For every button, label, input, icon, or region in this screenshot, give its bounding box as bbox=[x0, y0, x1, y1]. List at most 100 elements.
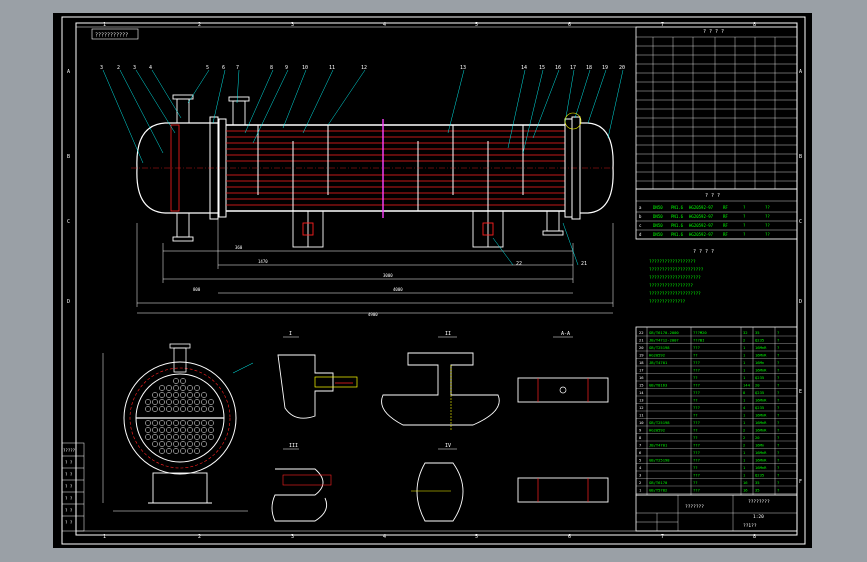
tube-hole bbox=[180, 378, 186, 384]
border-numbers-bottom: 1 2 3 4 5 6 7 8 bbox=[103, 534, 756, 540]
end-saddle bbox=[152, 472, 208, 504]
dim-label: 4000 bbox=[393, 287, 403, 292]
bom-cell: 16Mn bbox=[755, 360, 764, 365]
zone-number: 5 bbox=[475, 22, 478, 28]
tube-hole bbox=[159, 427, 165, 433]
bom-cell: 4 bbox=[639, 465, 642, 470]
bom-cell: 7 bbox=[639, 443, 641, 448]
section-title: II bbox=[445, 331, 451, 337]
saddle-right bbox=[472, 210, 504, 248]
bom-cell: ??? bbox=[693, 458, 700, 463]
tube-hole bbox=[173, 406, 179, 412]
bom-cell: 21 bbox=[639, 338, 644, 343]
bom-cell: ?? bbox=[693, 480, 698, 485]
balloon: 5 bbox=[206, 65, 209, 71]
tube-hole bbox=[173, 434, 179, 440]
nozzle-cell: HG20592-97 bbox=[689, 214, 714, 219]
balloon: 21 bbox=[581, 261, 587, 267]
bom-cell: 6 bbox=[639, 450, 642, 455]
tube-hole bbox=[152, 434, 158, 440]
tube-hole bbox=[173, 427, 179, 433]
revision-label: ????? bbox=[63, 448, 76, 453]
bom-cell: HG20592 bbox=[649, 428, 665, 433]
bom-cell: 2 bbox=[743, 435, 745, 440]
bom-cell: ??? bbox=[693, 473, 700, 478]
tube-hole bbox=[166, 434, 172, 440]
tech-line: ???????????????????? bbox=[649, 275, 701, 281]
nozzle-cell: RF bbox=[723, 223, 728, 228]
tube-hole bbox=[194, 406, 200, 412]
tube-layout bbox=[145, 378, 214, 454]
zone-number: 4 bbox=[383, 22, 386, 28]
bom-cell: 32 bbox=[743, 330, 748, 335]
end-flange-bolt-circle bbox=[129, 367, 231, 469]
tube-hole bbox=[187, 427, 193, 433]
bom-cell: ? bbox=[777, 398, 779, 403]
nozzle-cell: HG20592-97 bbox=[689, 232, 714, 237]
tube-hole bbox=[152, 420, 158, 426]
nozzle-cell: ? bbox=[743, 223, 746, 228]
tube-hole bbox=[173, 441, 179, 447]
bom-cell: GB/T6170-2000 bbox=[649, 330, 679, 335]
spec-grid bbox=[636, 36, 797, 189]
bom-cell: GB/T5782 bbox=[649, 488, 667, 493]
nozzle-cell: c bbox=[639, 223, 642, 228]
revision-label: ? ? bbox=[65, 508, 73, 513]
bom-cell: 12 bbox=[639, 405, 644, 410]
bom-cell: 16MnR bbox=[755, 345, 767, 350]
bom-cell: ? bbox=[777, 375, 779, 380]
bom-cell: 16MnR bbox=[755, 428, 767, 433]
spec-table: ? ? ? ? bbox=[635, 26, 798, 190]
bom-cell: Q235 bbox=[755, 375, 764, 380]
zone-number: 7 bbox=[661, 534, 664, 540]
bom-cell: 1 bbox=[743, 375, 746, 380]
nozzle-cell: ?? bbox=[765, 214, 770, 219]
zone-letter: A bbox=[799, 69, 802, 75]
bom-cell: ?? bbox=[693, 353, 698, 358]
zone-number: 3 bbox=[291, 534, 294, 540]
bom-cell: ??? bbox=[693, 345, 700, 350]
balloon: 12 bbox=[361, 65, 367, 71]
tech-requirements: ? ? ? ? ?????????????????? ?????????????… bbox=[649, 249, 714, 305]
tube-hole bbox=[159, 399, 165, 405]
tube-hole bbox=[180, 420, 186, 426]
tube-hole bbox=[180, 406, 186, 412]
tube-hole bbox=[166, 406, 172, 412]
section-title: A-A bbox=[561, 331, 570, 337]
revision-label: ? ? bbox=[65, 472, 73, 477]
zone-number: 1 bbox=[103, 22, 106, 28]
zone-number: 8 bbox=[753, 22, 756, 28]
zone-number: 2 bbox=[198, 534, 201, 540]
bom-cell: 5 bbox=[639, 458, 641, 463]
tube-hole bbox=[173, 420, 179, 426]
bom-cell: 20 bbox=[755, 383, 760, 388]
tube-hole bbox=[208, 406, 214, 412]
bom-cell: ? bbox=[777, 390, 779, 395]
leader-lines bbox=[102, 69, 624, 266]
tube-hole bbox=[159, 434, 165, 440]
bom-cell: ?? bbox=[693, 435, 698, 440]
bom-cell: GB/T6170 bbox=[649, 480, 668, 485]
balloon: 11 bbox=[329, 65, 335, 71]
nozzle-cell: RF bbox=[723, 232, 728, 237]
bom-cell: 20 bbox=[639, 345, 644, 350]
title-name: ???????? bbox=[748, 499, 770, 505]
balloon: 3 bbox=[100, 65, 103, 71]
tube-hole bbox=[201, 434, 207, 440]
tube-hole bbox=[180, 427, 186, 433]
left-revision-strip bbox=[61, 442, 85, 532]
bom-cell: ? bbox=[777, 330, 779, 335]
bom-cell: 2 bbox=[743, 428, 745, 433]
bom-cell: 11 bbox=[639, 413, 644, 418]
bom-cell: 2 bbox=[743, 338, 745, 343]
tube-hole bbox=[201, 427, 207, 433]
tube-hole bbox=[187, 385, 193, 391]
balloon: 20 bbox=[619, 65, 625, 71]
tube-hole bbox=[166, 441, 172, 447]
zone-letter: B bbox=[67, 154, 70, 160]
dim-label: 800 bbox=[193, 287, 201, 292]
tube-hole bbox=[180, 392, 186, 398]
bom-cell: 16MnR bbox=[755, 353, 767, 358]
bom-cell: 8 bbox=[743, 390, 746, 395]
bom-cell: ? bbox=[777, 420, 779, 425]
